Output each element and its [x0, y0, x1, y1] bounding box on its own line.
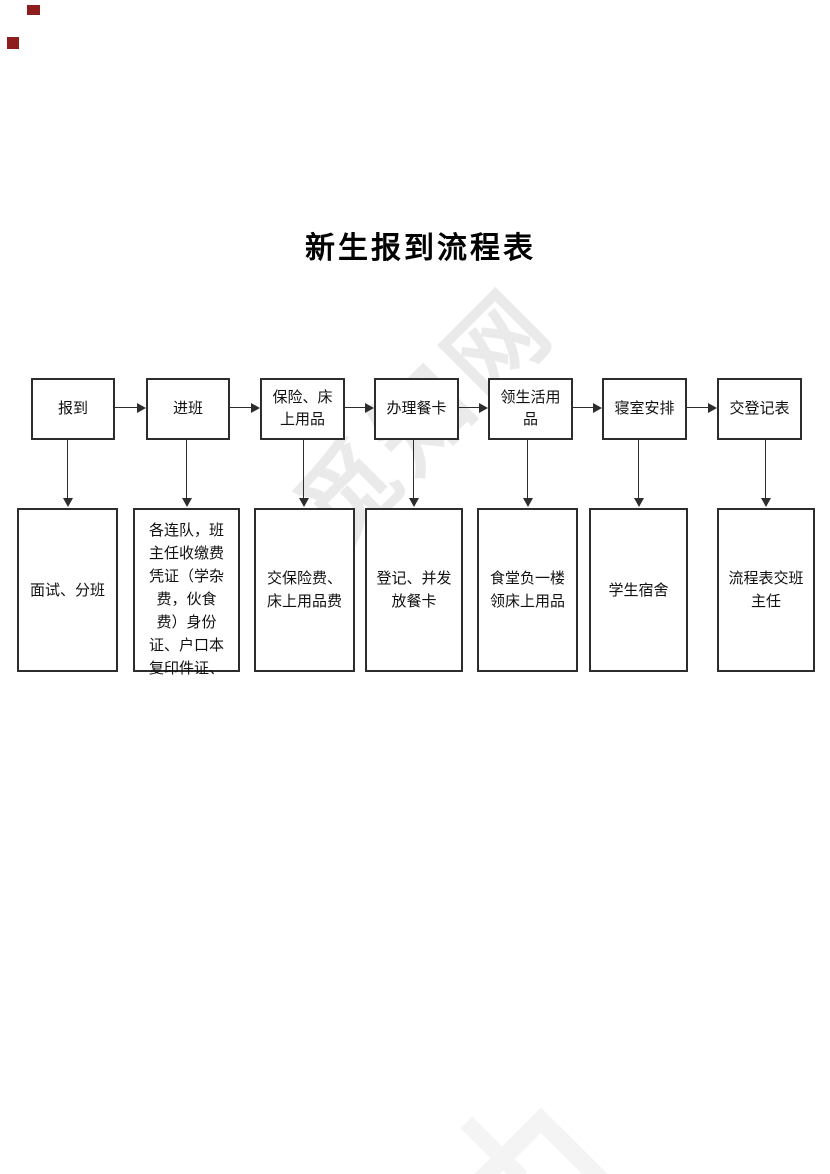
connector-line	[413, 440, 414, 499]
flow-step-shenghuoyongpin: 领生活用 品	[488, 378, 573, 440]
arrow-right-icon	[479, 403, 488, 413]
flow-detail-liuchengbiao: 流程表交班 主任	[717, 508, 815, 672]
connector-line	[765, 440, 766, 499]
arrow-right-icon	[593, 403, 602, 413]
connector-line	[67, 440, 68, 499]
connector-line	[230, 407, 252, 408]
connector-line	[345, 407, 366, 408]
connector-line	[638, 440, 639, 499]
flow-detail-mianshi: 面试、分班	[17, 508, 118, 672]
arrow-right-icon	[251, 403, 260, 413]
flow-step-jinban: 进班	[146, 378, 230, 440]
flow-step-dengjibiao: 交登记表	[717, 378, 802, 440]
connector-line	[459, 407, 480, 408]
flow-detail-jiaofei: 交保险费、 床上用品费	[254, 508, 355, 672]
arrow-right-icon	[137, 403, 146, 413]
page-title: 新生报到流程表	[305, 232, 536, 265]
connector-line	[186, 440, 187, 499]
flow-step-canka: 办理餐卡	[374, 378, 459, 440]
flow-detail-dengji: 登记、并发 放餐卡	[365, 508, 463, 672]
connector-line	[687, 407, 709, 408]
arrow-down-icon	[182, 498, 192, 507]
flow-step-baodao: 报到	[31, 378, 115, 440]
arrow-right-icon	[708, 403, 717, 413]
red-mark-icon	[7, 37, 19, 49]
arrow-down-icon	[63, 498, 73, 507]
connector-line	[527, 440, 528, 499]
arrow-down-icon	[299, 498, 309, 507]
arrow-down-icon	[761, 498, 771, 507]
arrow-right-icon	[365, 403, 374, 413]
arrow-down-icon	[409, 498, 419, 507]
flow-detail-sushe: 学生宿舍	[589, 508, 688, 672]
flow-detail-shitang: 食堂负一楼 领床上用品	[477, 508, 578, 672]
arrow-down-icon	[634, 498, 644, 507]
arrow-down-icon	[523, 498, 533, 507]
flow-step-qinshi: 寝室安排	[602, 378, 687, 440]
flow-detail-liandui: 各连队，班 主任收缴费 凭证（学杂 费，伙食 费）身份 证、户口本 复印件证、	[133, 508, 240, 677]
red-mark-icon	[27, 5, 40, 15]
watermark-fragment	[395, 1107, 687, 1174]
connector-line	[573, 407, 594, 408]
connector-line	[115, 407, 138, 408]
flow-step-baoxian: 保险、床 上用品	[260, 378, 345, 440]
connector-line	[303, 440, 304, 499]
